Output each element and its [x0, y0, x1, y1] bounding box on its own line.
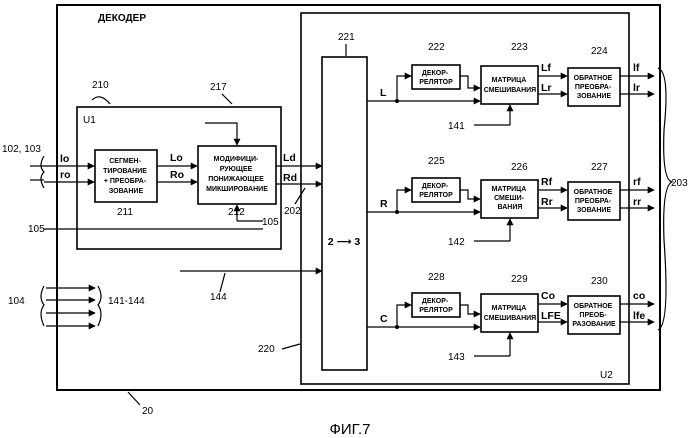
figure-caption: ФИГ.7 — [330, 421, 371, 438]
signal-lfe: lfe — [633, 310, 645, 322]
brace-102 — [41, 156, 44, 188]
mixing-matrix-top — [481, 66, 538, 104]
ref-105-inner: 105 — [262, 217, 279, 228]
signal-Lr: Lr — [541, 82, 552, 94]
ref-211: 211 — [117, 207, 133, 218]
svg-text:ОБРАТНОЕ ПРЕОБРА- ЗОВА: ОБРАТНОЕ ПРЕОБРА- ЗОВАНИЕ — [574, 75, 615, 100]
splitter-label: 2 ⟶ 3 — [328, 236, 361, 248]
splitter-block — [322, 57, 367, 370]
ref-143: 143 — [448, 352, 465, 363]
ref-142: 142 — [448, 237, 465, 248]
ref-222: 222 — [428, 42, 445, 53]
signal-rf: rf — [633, 176, 641, 188]
signal-Lo: Lo — [170, 152, 183, 164]
signal-lr: lr — [633, 82, 640, 94]
signal-co: co — [633, 290, 645, 302]
signal-Co: Co — [541, 290, 555, 302]
mixing-matrix-bot — [481, 294, 538, 332]
ref-224: 224 — [591, 46, 608, 57]
signal-Rf: Rf — [541, 176, 553, 188]
ref-223: 223 — [511, 42, 528, 53]
ref-225: 225 — [428, 156, 445, 167]
signal-rr: rr — [633, 196, 641, 208]
signal-Rd: Rd — [283, 172, 297, 184]
signal-Rr: Rr — [541, 196, 553, 208]
signal-Ld: Ld — [283, 152, 296, 164]
ref-141-144: 141-144 — [108, 296, 145, 307]
ref-203: 203 — [671, 178, 688, 189]
modifying-downmix-block — [198, 146, 276, 204]
ref-229: 229 — [511, 274, 528, 285]
ref-221: 221 — [338, 32, 355, 43]
svg-text:ОБРАТНОЕ ПРЕОБРА- ЗОВА: ОБРАТНОЕ ПРЕОБРА- ЗОВАНИЕ — [574, 189, 615, 214]
ref-104: 104 — [8, 296, 25, 307]
u1-label: U1 — [83, 115, 96, 126]
signal-R: R — [380, 198, 388, 210]
ref-144: 144 — [210, 292, 227, 303]
decoder-title: ДЕКОДЕР — [98, 13, 146, 24]
ref-227: 227 — [591, 162, 608, 173]
ref-226: 226 — [511, 162, 528, 173]
ref-105: 105 — [28, 224, 45, 235]
ref-210: 210 — [92, 80, 109, 91]
signal-L: L — [380, 87, 387, 99]
brace-104 — [41, 286, 44, 326]
ref-230: 230 — [591, 276, 608, 287]
u2-label: U2 — [600, 370, 613, 381]
ref-141: 141 — [448, 121, 465, 132]
ref-102-103: 102, 103 — [2, 144, 41, 155]
signal-C: C — [380, 313, 388, 325]
signal-lf: lf — [633, 62, 640, 74]
signal-Lf: Lf — [541, 62, 551, 74]
signal-Ro: Ro — [170, 169, 184, 181]
leader-217 — [222, 94, 232, 104]
arrow-217 — [205, 123, 237, 145]
ref-217: 217 — [210, 82, 227, 93]
signal-LFE: LFE — [541, 310, 561, 322]
brace-141-144 — [98, 286, 101, 326]
ref-228: 228 — [428, 272, 445, 283]
signal-ro-in: ro — [60, 169, 71, 181]
ref-20: 20 — [142, 406, 154, 417]
ref-202: 202 — [284, 206, 301, 217]
leader-210 — [92, 97, 110, 104]
signal-lo-in: lo — [60, 153, 69, 165]
ref-220: 220 — [258, 344, 275, 355]
